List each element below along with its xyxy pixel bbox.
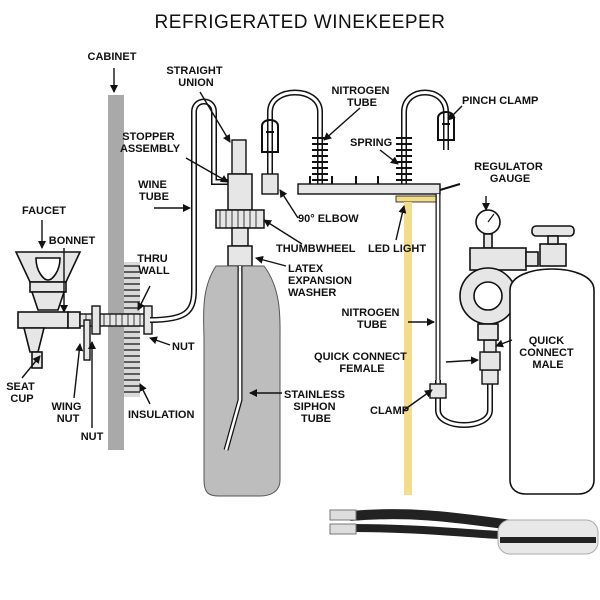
insulation-coil <box>124 262 140 397</box>
spring-right <box>396 137 412 181</box>
label-pinch-clamp: PINCH CLAMP <box>462 95 538 107</box>
label-seat-cup-line1: SEAT <box>6 381 35 393</box>
diagram-title: REFRIGERATED WINEKEEPER <box>155 12 446 33</box>
label-90-elbow: 90° ELBOW <box>298 213 359 225</box>
label-quick-connect-male-line2: CONNECT <box>519 347 574 359</box>
label-thru-wall: THRU WALL <box>137 253 171 277</box>
label-quick-connect-female-line2: FEMALE <box>339 363 384 375</box>
label-siphon-tube-line2: SIPHON <box>293 401 335 413</box>
label-latex-washer: LATEX EXPANSION WASHER <box>288 263 355 299</box>
clamp-left <box>429 383 447 399</box>
stopper-assembly <box>215 173 265 267</box>
led-inset-photo <box>329 509 599 555</box>
wine-tube-inner <box>149 100 238 322</box>
quick-connect-female <box>479 351 501 371</box>
straight-union <box>231 139 247 175</box>
label-bonnet: BONNET <box>49 235 96 247</box>
label-cabinet: CABINET <box>88 51 137 63</box>
label-quick-connect-male: QUICK CONNECT MALE <box>519 335 576 371</box>
label-nitrogen-tube-mid-line2: TUBE <box>357 319 387 331</box>
quick-connect-male <box>483 339 497 353</box>
part-labels: CABINET STRAIGHT UNION NITROGEN TUBE PIN… <box>6 51 576 443</box>
led-light <box>297 176 461 203</box>
label-siphon-tube-line1: STAINLESS <box>284 389 345 401</box>
label-wing-nut-line1: WING <box>51 401 81 413</box>
clamp-right <box>481 369 499 385</box>
label-arrows <box>21 68 513 428</box>
label-straight-union: STRAIGHT UNION <box>166 65 225 89</box>
label-stopper-assembly-line1: STOPPER <box>122 131 174 143</box>
label-regulator-gauge: REGULATOR GAUGE <box>474 161 546 185</box>
label-nitrogen-tube-top-line1: NITROGEN <box>331 85 389 97</box>
pinch-clamp-left <box>261 119 279 153</box>
label-clamp: CLAMP <box>370 405 409 417</box>
label-nitrogen-tube-mid: NITROGEN TUBE <box>341 307 402 331</box>
label-quick-connect-male-line3: MALE <box>532 359 563 371</box>
elbow-fitting <box>261 173 279 195</box>
label-wine-tube: WINE TUBE <box>138 179 170 203</box>
label-stopper-assembly-line2: ASSEMBLY <box>120 143 181 155</box>
label-nitrogen-tube-mid-line1: NITROGEN <box>341 307 399 319</box>
label-led-light: LED LIGHT <box>368 243 426 255</box>
label-thru-wall-line1: THRU <box>137 253 168 265</box>
label-quick-connect-female: QUICK CONNECT FEMALE <box>314 351 410 375</box>
label-spring: SPRING <box>350 137 392 149</box>
label-latex-washer-line1: LATEX <box>288 263 324 275</box>
spring-left <box>312 137 328 181</box>
label-siphon-tube-line3: TUBE <box>301 413 331 425</box>
label-nitrogen-tube-top: NITROGEN TUBE <box>331 85 392 109</box>
nitrogen-tube-loop-left-inner <box>268 91 322 186</box>
label-siphon-tube: STAINLESS SIPHON TUBE <box>284 389 348 425</box>
label-insulation: INSULATION <box>128 409 194 421</box>
label-nut-right: NUT <box>172 341 195 353</box>
label-regulator-gauge-line2: GAUGE <box>490 173 530 185</box>
label-wine-tube-line1: WINE <box>138 179 167 191</box>
label-stopper-assembly: STOPPER ASSEMBLY <box>120 131 181 155</box>
label-quick-connect-female-line1: QUICK CONNECT <box>314 351 407 363</box>
nitrogen-u-tube-inner <box>436 372 492 427</box>
label-wing-nut-line2: NUT <box>57 413 80 425</box>
faucet <box>14 251 82 369</box>
nitrogen-tank <box>509 225 595 495</box>
cabinet-wall <box>108 95 124 450</box>
label-faucet: FAUCET <box>22 205 66 217</box>
label-latex-washer-line2: EXPANSION <box>288 275 352 287</box>
led-cable <box>404 202 412 495</box>
label-wine-tube-line2: TUBE <box>139 191 169 203</box>
label-thru-wall-line2: WALL <box>138 265 169 277</box>
label-straight-union-line2: UNION <box>178 77 214 89</box>
label-latex-washer-line3: WASHER <box>288 287 336 299</box>
nitrogen-tube-loop-right-inner <box>402 91 448 186</box>
label-seat-cup: SEAT CUP <box>6 381 38 405</box>
siphon-tube-inner <box>224 266 242 451</box>
label-seat-cup-line2: CUP <box>10 393 33 405</box>
label-straight-union-line1: STRAIGHT <box>166 65 223 77</box>
label-nut-bottom: NUT <box>81 431 104 443</box>
label-regulator-gauge-line1: REGULATOR <box>474 161 543 173</box>
label-wing-nut: WING NUT <box>51 401 84 425</box>
label-nitrogen-tube-top-line2: TUBE <box>347 97 377 109</box>
label-quick-connect-male-line1: QUICK <box>529 335 565 347</box>
label-thumbwheel: THUMBWHEEL <box>276 243 356 255</box>
